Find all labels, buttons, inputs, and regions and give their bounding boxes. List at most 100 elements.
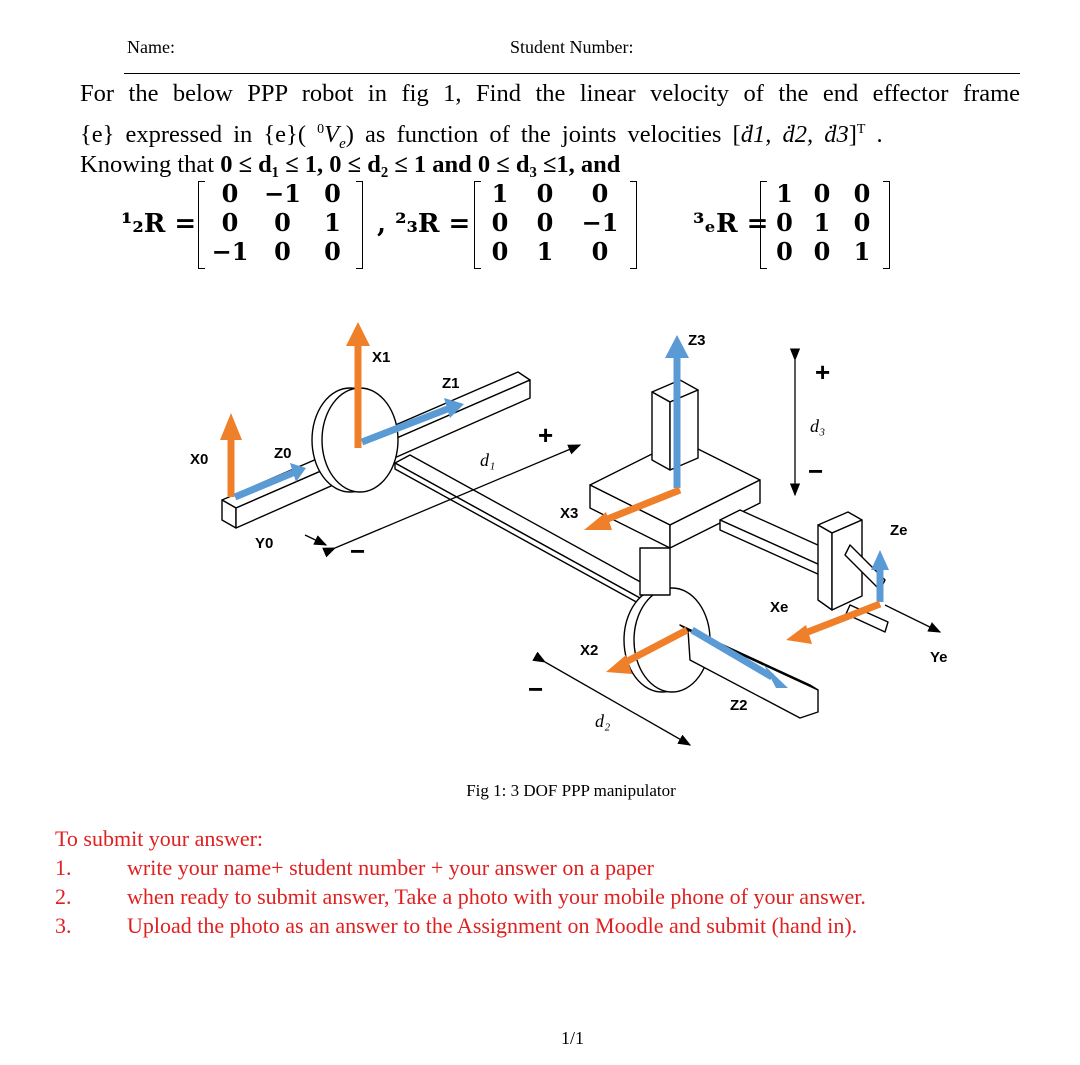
x3-axis [598,486,682,526]
matrix-cell: 0 [491,237,509,266]
x0-arrowhead [220,413,242,440]
xe-label: Xe [770,599,788,616]
problem-line-3: Knowing that 0 ≤ d₁ ≤ 1, 0 ≤ d₂ ≤ 1 and … [80,150,1020,179]
student-number-label: Student Number: [510,37,634,57]
joint-limits: 0 ≤ d₁ ≤ 1, 0 ≤ d₂ ≤ 1 and 0 ≤ d₃ ≤1, an… [220,151,621,178]
z3-label: Z3 [688,332,706,349]
matrix-cell: 0 [853,179,871,208]
matrix-cell: 0 [853,208,871,237]
d3-label: d₃ [810,416,825,436]
problem-line-1: For the below PPP robot in fig 1, Find t… [80,80,1020,107]
instruction-text: Upload the photo as an answer to the Ass… [127,913,858,938]
matrix-cell: 0 [813,179,831,208]
d3-minus-sign: − [808,456,823,486]
matrix-3-label: ³ₑR = [693,209,769,239]
velocity-symbol: V [324,121,340,148]
matrix-right-bracket [356,181,363,269]
matrix-cell: 0 [776,208,793,237]
z2-label: Z2 [730,697,748,714]
y0-label: Y0 [255,535,273,552]
x1-arrowhead [346,322,370,346]
x3-arrowhead [584,512,612,530]
velocity-frame-superscript: 0 [317,122,325,137]
platform-connector [639,547,671,596]
instruction-number: 3. [55,913,72,938]
z3-arrowhead [665,335,689,358]
z1-arrowhead [444,398,464,418]
x2-label: X2 [580,642,598,659]
instruction-text: when ready to submit answer, Take a phot… [127,884,866,909]
y0-arrow [304,534,328,546]
x1-label: X1 [372,349,390,366]
matrix-cell: 0 [274,237,291,266]
problem-line-2-b: ) as function of the joints velocities [ [345,121,741,148]
d1-plus-sign: + [538,420,553,450]
matrix-left-bracket [198,181,205,269]
joint-velocities: ḋ1, ḋ2, ḋ3 [740,121,849,148]
ee-block-left [817,524,833,611]
matrix-cell: 1 [853,237,871,266]
z2-axis [690,626,774,681]
instruction-number: 2. [55,884,72,909]
platform-right [669,479,761,549]
matrix-cell: 0 [536,208,554,237]
matrix-cell: 0 [591,179,609,208]
matrix-cell: 0 [221,208,239,237]
d1-label: d₁ [480,450,495,470]
matrix-2-label: , ²₃R = [377,209,471,239]
z2-arrowhead [764,665,788,688]
ze-label: Ze [890,522,908,539]
matrix-left-bracket [474,181,481,269]
z0-label: Z0 [274,445,292,462]
ye-label: Ye [930,649,948,666]
matrix-1-label: ¹₂R = [121,209,197,239]
ppp-robot-figure: X0 Z0 Y0 X1 Z1 Z3 X3 X2 Z2 Xe Ye Ze d₁ d… [190,322,948,746]
z1-label: Z1 [442,375,460,392]
matrix-cell: −1 [581,208,619,237]
x2-arrowhead [606,655,632,674]
x2-axis [618,626,689,669]
matrix-cell: 1 [813,208,831,237]
problem-line-2-end: . [865,121,883,148]
problem-line-2: {e} expressed in {e}( 0Ve) as function o… [80,115,1020,159]
d2-minus-sign: − [528,674,543,704]
matrix-right-bracket [883,181,890,269]
matrix-cell: −1 [264,179,301,208]
z1-axis [360,404,452,446]
ye-arrow [884,604,942,633]
xe-arrowhead [786,625,812,644]
matrix-cell: −1 [211,237,249,266]
problem-line-2-a: {e} expressed in {e}( [80,121,318,148]
page-number: 1/1 [561,1028,585,1048]
ee-block-right [831,519,863,611]
d3-plus-sign: + [815,357,830,387]
d1-minus-sign: − [350,536,365,566]
matrix-cell: 0 [591,237,609,266]
matrix-left-bracket [760,181,767,269]
transpose-symbol: T [856,122,866,137]
matrix-cell: 0 [324,179,341,208]
matrix-cell: 0 [813,237,831,266]
d2-dimension-arrow [532,651,692,746]
instruction-text: write your name+ student number + your a… [127,855,654,880]
matrix-cell: 1 [536,237,554,266]
velocity-subscript: e [339,135,346,152]
header-rule [124,73,1020,74]
pillar-left [651,391,671,471]
xe-axis [798,600,882,639]
matrix-cell: 1 [491,179,509,208]
z0-arrowhead [290,463,306,482]
bar-z2-side [687,629,819,719]
matrix-cell: 1 [324,208,341,237]
instruction-number: 1. [55,855,72,880]
matrix-right-bracket [630,181,637,269]
figure-caption: Fig 1: 3 DOF PPP manipulator [466,781,676,800]
ze-arrowhead [871,550,889,570]
matrix-cell: 0 [324,237,341,266]
name-label: Name: [127,37,175,57]
matrix-cell: 0 [491,208,509,237]
instructions-heading: To submit your answer: [55,826,264,851]
matrix-cell: 0 [776,237,793,266]
x3-label: X3 [560,505,578,522]
x0-label: X0 [190,451,208,468]
